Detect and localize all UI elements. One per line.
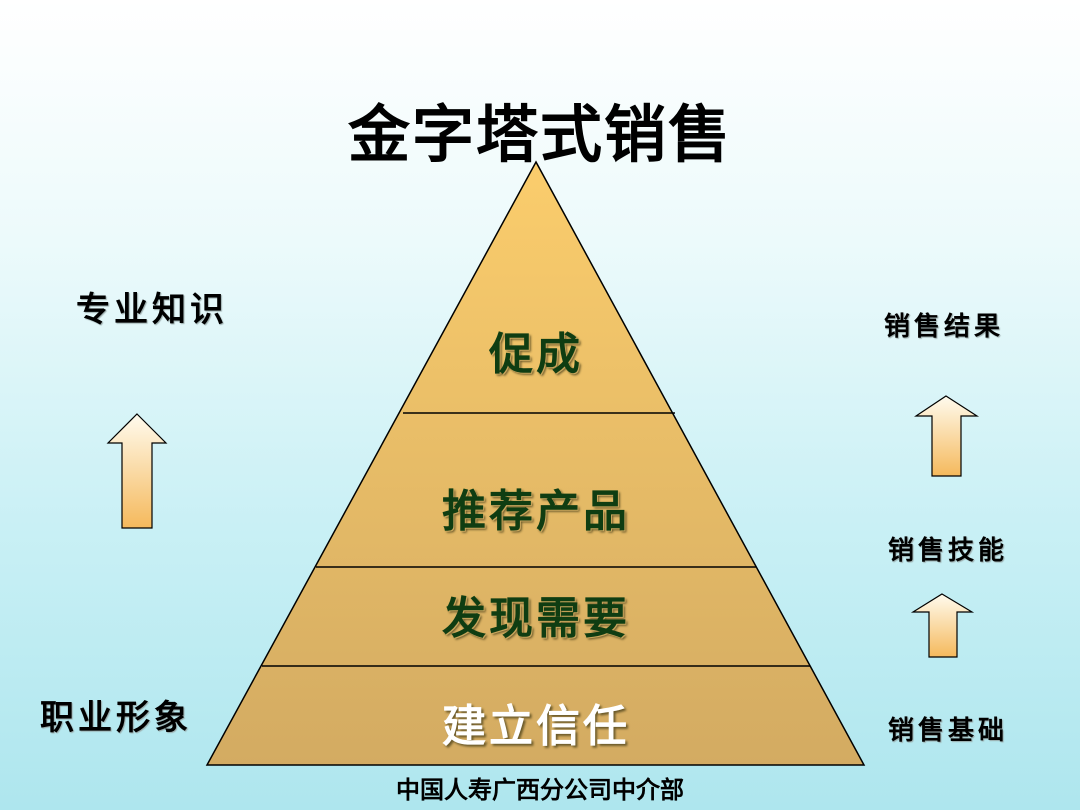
page-title: 金字塔式销售 <box>347 98 732 171</box>
pyramid-layer-1-label: 促成 <box>489 329 583 380</box>
left-label-bottom: 职业形象 <box>40 698 192 738</box>
left-label-top: 专业知识 <box>76 290 228 330</box>
pyramid-layer-4-label: 建立信任 <box>442 701 630 752</box>
right-label-top: 销售结果 <box>884 312 1005 342</box>
right-label-bottom: 销售基础 <box>888 716 1009 746</box>
left-up-arrow <box>106 413 168 529</box>
right-up-arrow-lower <box>910 593 975 658</box>
pyramid-layer-3-label: 发现需要 <box>442 593 630 644</box>
pyramid-layer-2-label: 推荐产品 <box>442 486 630 537</box>
footer-text: 中国人寿广西分公司中介部 <box>396 776 684 804</box>
right-up-arrow-upper <box>914 395 980 477</box>
right-label-middle: 销售技能 <box>888 536 1009 566</box>
pyramid-shape <box>205 160 866 766</box>
